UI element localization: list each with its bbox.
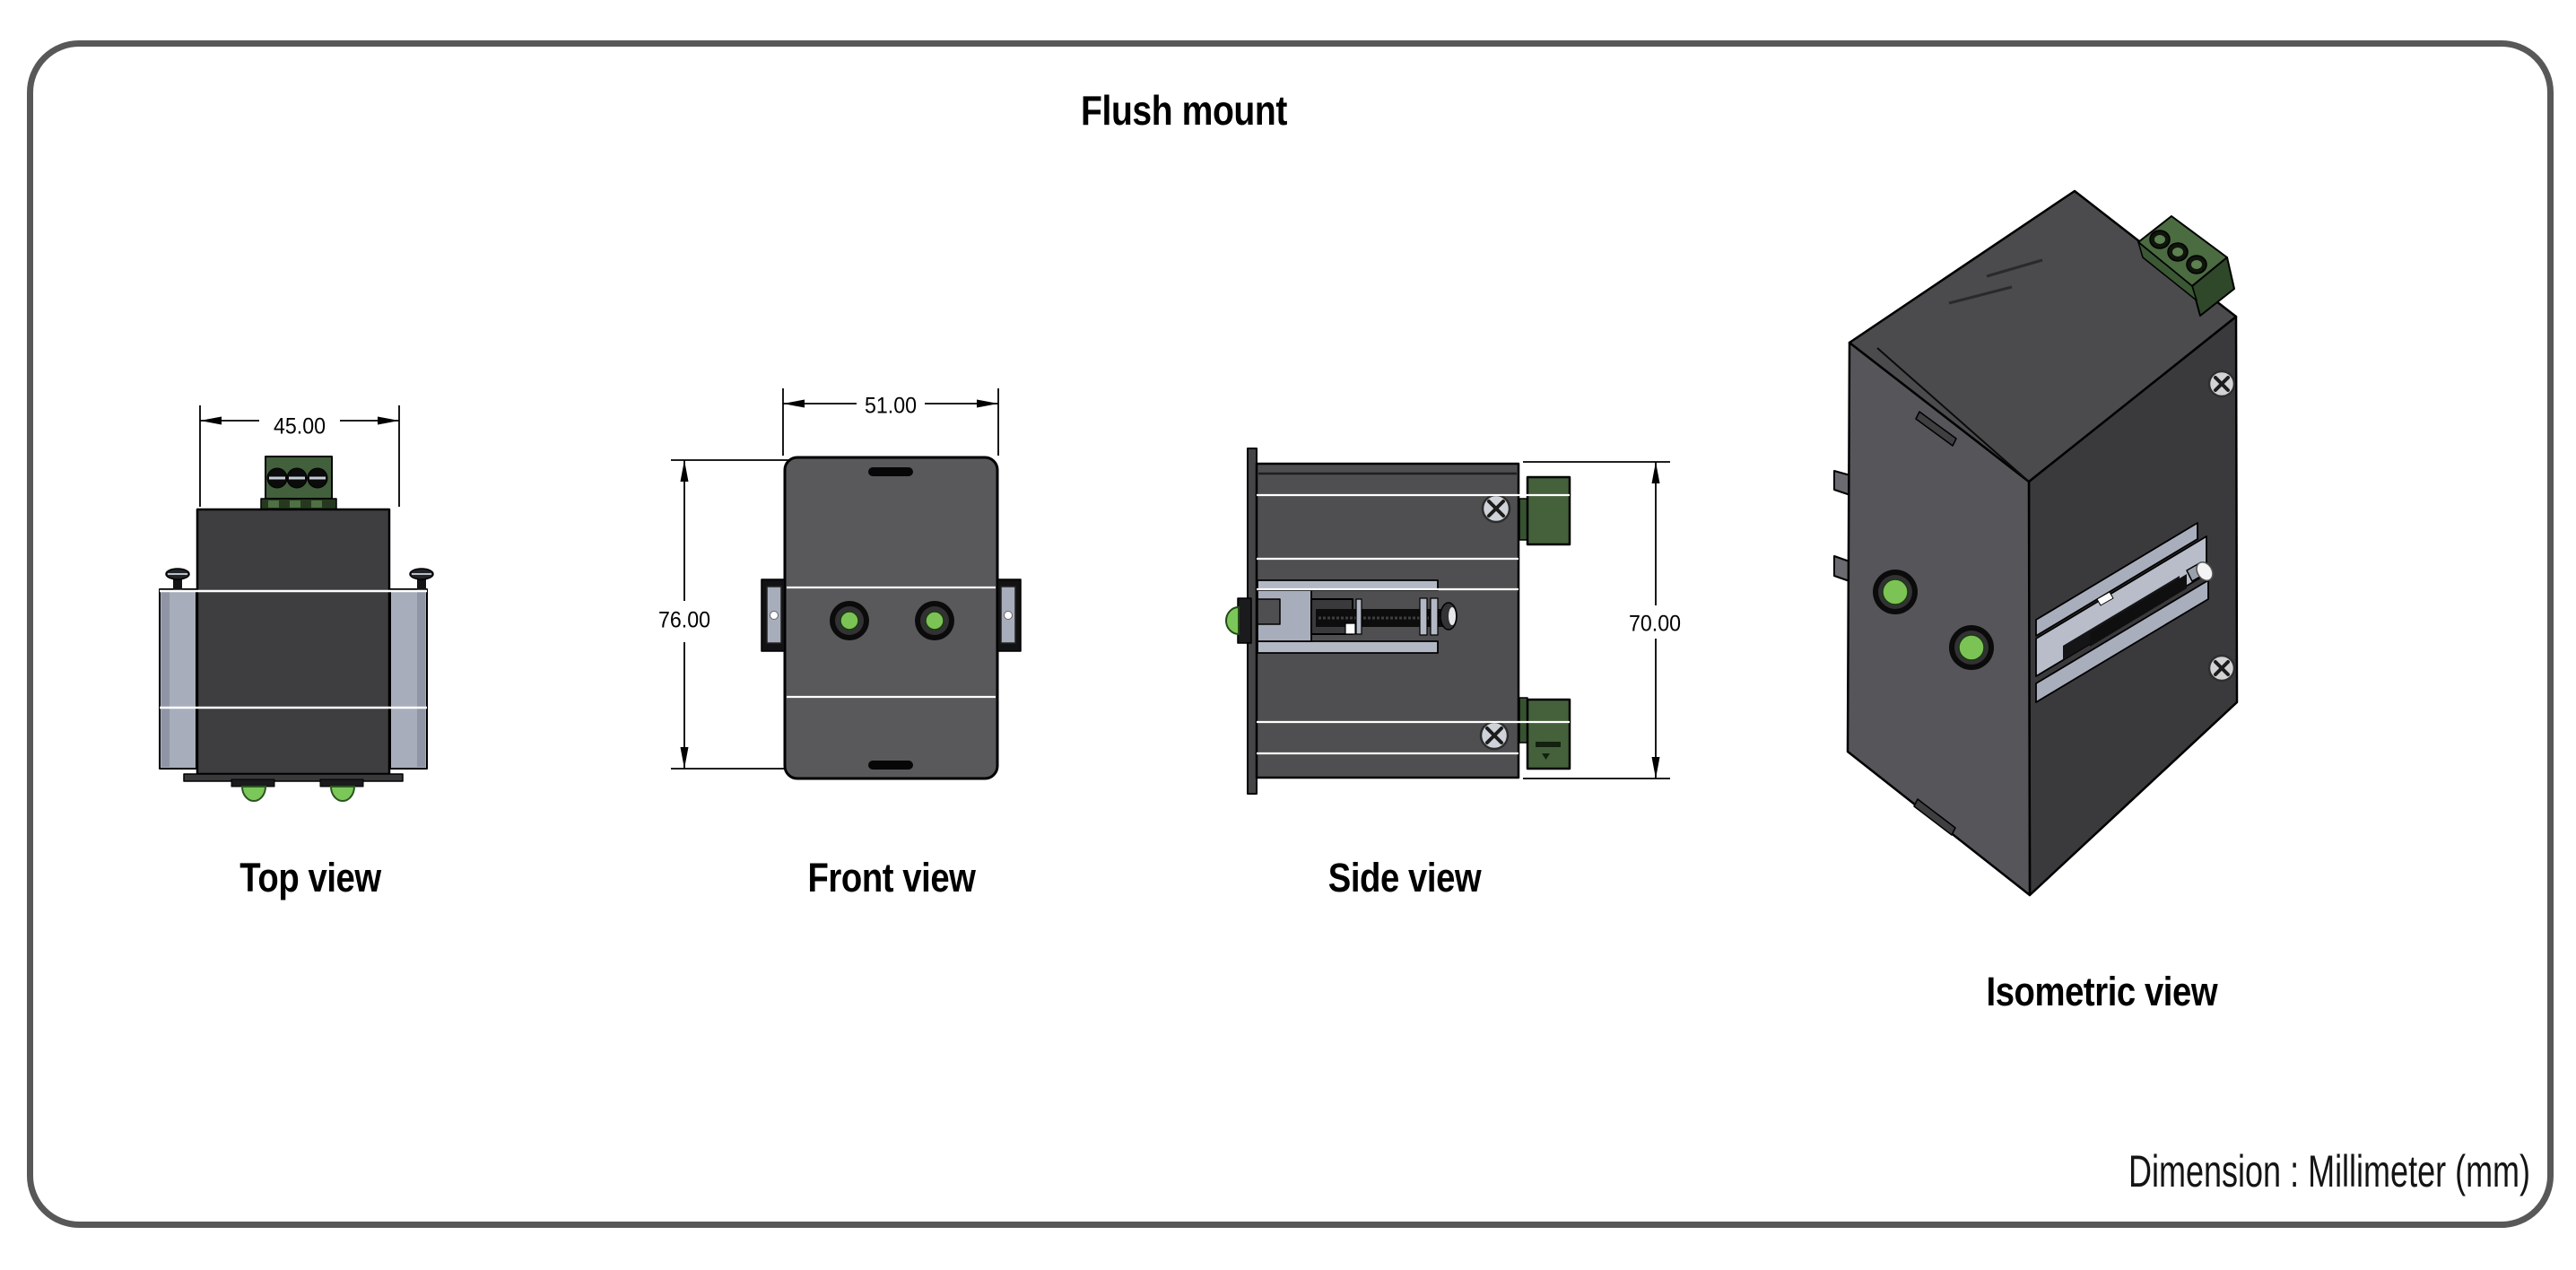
din-clip-side bbox=[1257, 579, 1458, 654]
terminal-block-side-top bbox=[1519, 475, 1571, 546]
panel-clip-tabs bbox=[1833, 470, 1851, 582]
led-left bbox=[830, 601, 869, 640]
front-height-dimension: 76.00 bbox=[658, 608, 710, 633]
screw-iso-bottom bbox=[2207, 654, 2236, 683]
din-clip-right bbox=[389, 588, 428, 770]
led-domes bbox=[240, 786, 356, 802]
terminal-block-iso bbox=[2137, 215, 2235, 317]
dimension-45: 45.00 bbox=[199, 405, 400, 507]
top-width-dimension: 45.00 bbox=[274, 414, 326, 439]
screw-iso-top bbox=[2207, 370, 2236, 398]
dimension-unit-note: Dimension : Millimeter (mm) bbox=[2128, 1146, 2531, 1196]
terminal-block-side-bottom bbox=[1519, 697, 1571, 770]
page-title: Flush mount bbox=[1081, 87, 1287, 134]
mount-tab-right bbox=[996, 578, 1022, 652]
mount-tab-left bbox=[761, 578, 786, 652]
screw-left bbox=[165, 568, 190, 590]
front-width-dimension: 51.00 bbox=[865, 394, 917, 419]
screw-side-bottom bbox=[1479, 720, 1510, 751]
isometric-view-drawing bbox=[1833, 189, 2239, 897]
side-view-label: Side view bbox=[1327, 855, 1482, 900]
screw-right bbox=[409, 568, 434, 590]
dimension-76: 76.00 bbox=[657, 459, 789, 770]
terminal-block-top bbox=[260, 456, 337, 510]
led-side bbox=[1225, 597, 1252, 644]
front-view-label: Front view bbox=[807, 855, 976, 900]
isometric-view-label: Isometric view bbox=[1986, 969, 2218, 1014]
led-right bbox=[915, 601, 954, 640]
led-iso-1 bbox=[1873, 570, 1918, 614]
device-body-top bbox=[196, 508, 391, 776]
top-view-drawing: 45.00 bbox=[159, 405, 434, 802]
dimension-51: 51.00 bbox=[782, 388, 999, 456]
din-clip-left bbox=[159, 588, 197, 770]
sheet-frame bbox=[27, 40, 2554, 1228]
din-clip-iso bbox=[2035, 522, 2214, 703]
led-iso-2 bbox=[1949, 625, 1994, 670]
side-view-drawing: 70.00 bbox=[1225, 448, 1683, 795]
screw-side-top bbox=[1481, 493, 1511, 524]
top-view-label: Top view bbox=[239, 855, 381, 900]
side-height-dimension: 70.00 bbox=[1629, 612, 1681, 637]
bottom-flange bbox=[183, 773, 404, 787]
front-view-drawing: 51.00 76.00 bbox=[657, 388, 1022, 780]
device-body-front bbox=[783, 456, 999, 780]
dimension-70: 70.00 bbox=[1523, 461, 1683, 779]
